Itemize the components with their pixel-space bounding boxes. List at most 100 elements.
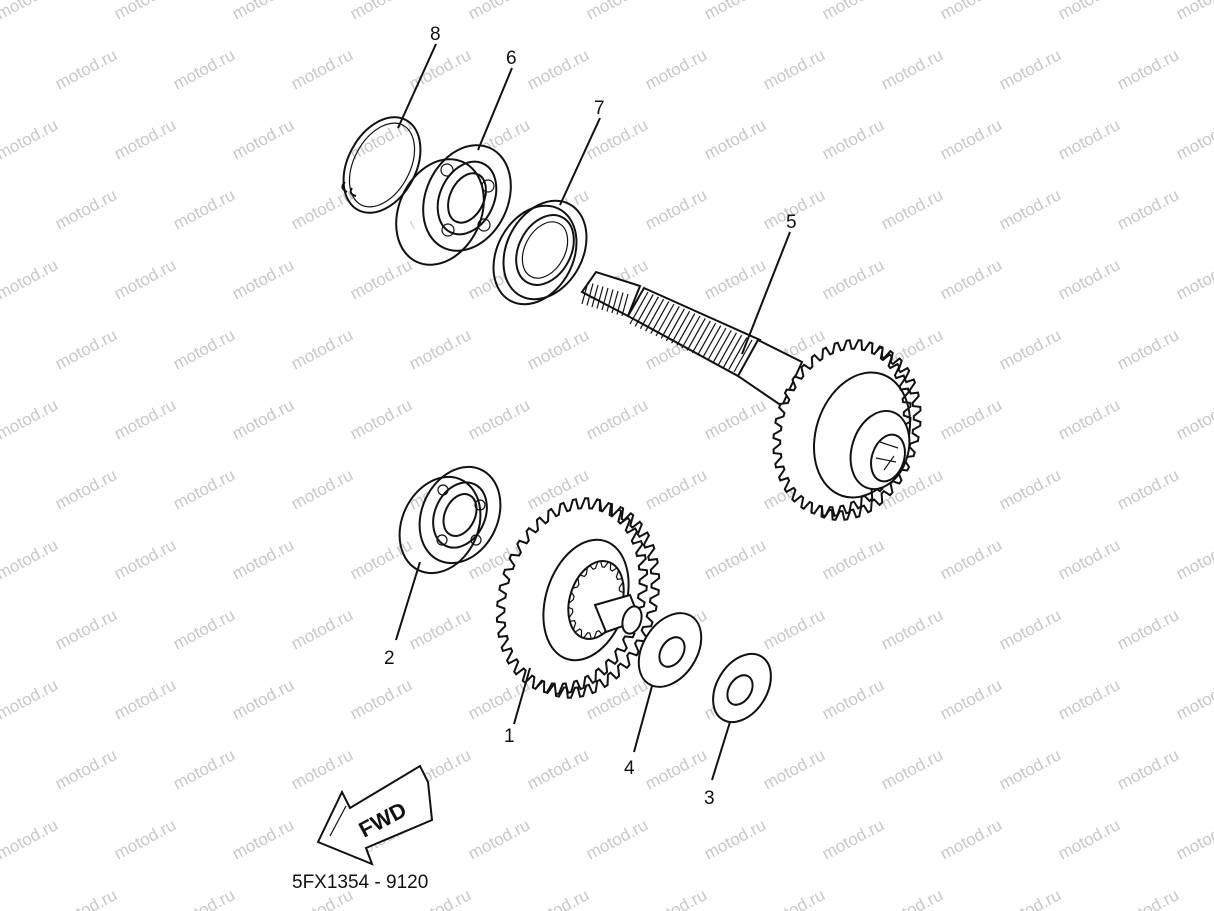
watermark-text: motod.ru (1055, 395, 1123, 443)
watermark-text: motod.ru (170, 885, 238, 911)
watermark-text: motod.ru (1173, 115, 1214, 163)
watermark-text: motod.ru (642, 185, 710, 233)
watermark-text: motod.ru (288, 325, 356, 373)
watermark-text: motod.ru (170, 185, 238, 233)
watermark-text: motod.ru (642, 45, 710, 93)
watermark-text: motod.ru (111, 675, 179, 723)
bearing-part-lower[interactable] (384, 454, 515, 587)
watermark-text: motod.ru (465, 395, 533, 443)
watermark-text: motod.ru (229, 255, 297, 303)
washer-part-3[interactable] (701, 643, 783, 732)
watermark-text: motod.ru (347, 675, 415, 723)
watermark-text: motod.ru (288, 45, 356, 93)
part-number-labels: 8 6 7 5 2 1 4 3 (384, 24, 797, 809)
shaft-spline (655, 303, 675, 337)
forward-direction-arrow: FWD (316, 764, 434, 866)
watermark-text: motod.ru (1055, 535, 1123, 583)
watermark-text: motod.ru (1055, 0, 1123, 24)
watermark-text: motod.ru (878, 45, 946, 93)
watermark-text: motod.ru (524, 745, 592, 793)
watermark-text: motod.ru (0, 675, 61, 723)
watermark-text: motod.ru (819, 115, 887, 163)
watermark-text: motod.ru (1173, 0, 1214, 24)
watermark-text: motod.ru (819, 535, 887, 583)
diagram-code: 5FX1354 - 9120 (292, 872, 428, 893)
shaft-spline (629, 291, 649, 325)
oil-seal-part[interactable] (477, 186, 603, 319)
watermark-text: motod.ru (347, 255, 415, 303)
shaft-spline (671, 310, 691, 344)
watermark-text: motod.ru (229, 115, 297, 163)
part-label-6: 6 (506, 48, 517, 69)
shaft-gear-part[interactable] (580, 270, 926, 521)
watermark-text: motod.ru (406, 605, 474, 653)
shaft-thread (586, 283, 594, 306)
watermark-text: motod.ru (1173, 255, 1214, 303)
watermark-text: motod.ru (1114, 885, 1182, 911)
watermark-text: motod.ru (1055, 115, 1123, 163)
watermark-text: motod.ru (878, 605, 946, 653)
watermark-text: motod.ru (878, 185, 946, 233)
watermark-text: motod.ru (347, 395, 415, 443)
shaft-spline (676, 313, 696, 346)
watermark-text: motod.ru (701, 535, 769, 583)
bearing-part-upper[interactable] (380, 131, 528, 279)
watermark-text: motod.ru (0, 535, 61, 583)
watermark-text: motod.ru (878, 745, 946, 793)
watermark-text: motod.ru (819, 815, 887, 863)
watermark-text: motod.ru (229, 815, 297, 863)
shaft-thread (601, 287, 609, 311)
watermark-text: motod.ru (229, 0, 297, 24)
shaft-spline (634, 294, 654, 327)
washer-part-4[interactable] (626, 602, 714, 698)
watermark-text: motod.ru (760, 605, 828, 653)
watermark-text: motod.ru (52, 885, 120, 911)
watermark-text: motod.ru (0, 465, 2, 513)
watermark-text: motod.ru (937, 675, 1005, 723)
watermark-text: motod.ru (465, 675, 533, 723)
watermark-text: motod.ru (347, 0, 415, 24)
watermark-text: motod.ru (701, 815, 769, 863)
watermark-text: motod.ru (878, 885, 946, 911)
gear-part[interactable] (495, 497, 661, 699)
shaft-spline (660, 306, 680, 339)
shaft-spline (717, 332, 737, 366)
shaft-spline (639, 296, 659, 330)
watermark-text: motod.ru (583, 115, 651, 163)
watermark-text: motod.ru (0, 395, 61, 443)
watermark-text: motod.ru (111, 115, 179, 163)
part-label-5: 5 (786, 212, 797, 233)
leader-lines (395, 43, 791, 781)
watermark-text: motod.ru (760, 45, 828, 93)
watermark-text: motod.ru (1173, 395, 1214, 443)
shaft-spline (681, 315, 701, 349)
watermark-text: motod.ru (0, 45, 2, 93)
watermark-text: motod.ru (819, 255, 887, 303)
shaft-spline (645, 298, 665, 332)
watermark-text: motod.ru (229, 535, 297, 583)
watermark-text: motod.ru (1114, 185, 1182, 233)
watermark-text: motod.ru (111, 255, 179, 303)
watermark-text: motod.ru (170, 45, 238, 93)
shaft-thread (596, 286, 604, 309)
watermark-text: motod.ru (1114, 745, 1182, 793)
watermark-text: motod.ru (52, 465, 120, 513)
shaft-spline (650, 301, 670, 334)
watermark-text: motod.ru (111, 815, 179, 863)
watermark-text: motod.ru (170, 605, 238, 653)
watermark-text: motod.ru (937, 815, 1005, 863)
watermark-text: motod.ru (0, 605, 2, 653)
watermark-text: motod.ru (465, 815, 533, 863)
shaft-spline (707, 327, 727, 361)
watermark-text: motod.ru (583, 0, 651, 24)
watermark-text: motod.ru (111, 0, 179, 24)
watermark-text: motod.ru (937, 535, 1005, 583)
watermark-text: motod.ru (1114, 325, 1182, 373)
watermark-text: motod.ru (701, 255, 769, 303)
watermark-text: motod.ru (937, 115, 1005, 163)
watermark-text: motod.ru (996, 325, 1064, 373)
shaft-thread (611, 290, 619, 314)
watermark-text: motod.ru (1114, 45, 1182, 93)
